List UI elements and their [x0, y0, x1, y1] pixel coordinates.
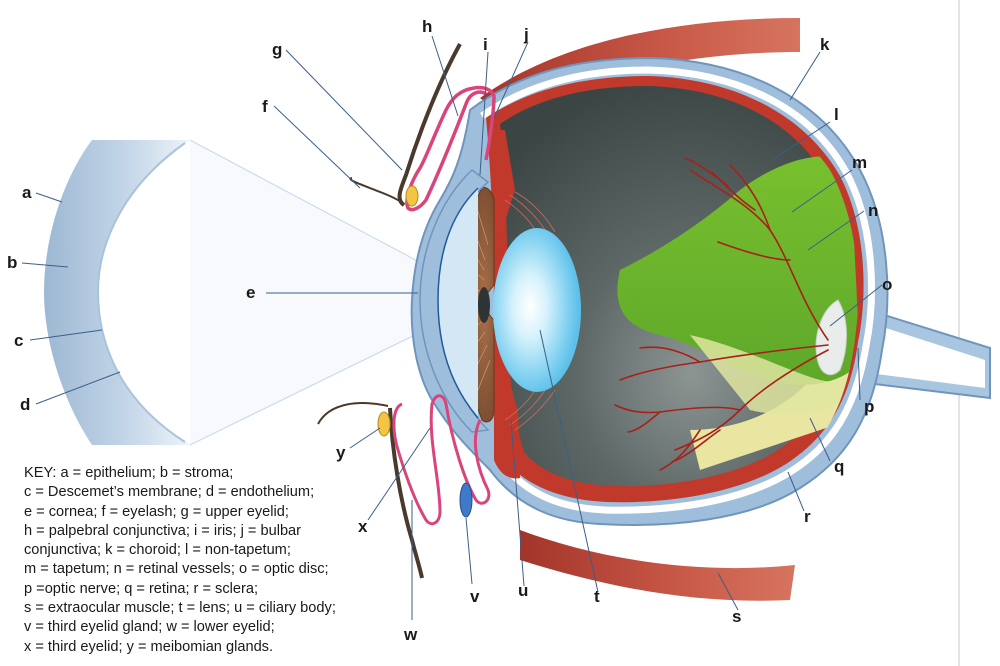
diagram-key: KEY: a = epithelium; b = stroma; c = Des…: [24, 464, 384, 657]
label-c: c: [14, 331, 23, 350]
key-line: x = third eyelid; y = meibomian glands.: [24, 638, 274, 655]
meibomian-gland-upper: [405, 185, 419, 207]
key-line: c = Descemet’s membrane; d = endothelium…: [24, 484, 315, 501]
key-line: p =optic nerve; q = retina; r = sclera;: [24, 580, 259, 597]
label-s: s: [732, 607, 741, 626]
lower-eyelid-skin: [388, 407, 424, 579]
extraocular-muscle-bottom: [520, 530, 795, 601]
label-r: r: [804, 507, 811, 526]
key-line: KEY: a = epithelium; b = stroma;: [24, 465, 234, 481]
upper-eyelid-skin: [397, 43, 462, 207]
label-w: w: [403, 625, 418, 644]
pupil: [478, 287, 490, 323]
label-j: j: [523, 25, 529, 44]
retina-band: [690, 300, 850, 470]
label-q: q: [834, 457, 844, 476]
meibomian-gland-lower: [377, 411, 391, 437]
tapetum: [617, 156, 859, 385]
label-x: x: [358, 517, 368, 536]
anterior-chamber: [437, 187, 479, 419]
upper-eyelash: [349, 177, 405, 206]
label-y: y: [336, 443, 346, 462]
tapetum-edge: [690, 335, 856, 415]
third-eyelid-gland: [459, 482, 473, 518]
label-k: k: [820, 35, 830, 54]
label-i: i: [483, 35, 488, 54]
diagram-labels: a b c d e f g h i j k l m n o p q r s t …: [7, 17, 892, 644]
label-o: o: [882, 275, 892, 294]
label-h: h: [422, 17, 432, 36]
label-g: g: [272, 40, 282, 59]
label-b: b: [7, 253, 17, 272]
lens: [493, 228, 581, 392]
label-d: d: [20, 395, 30, 414]
magnification-line-bottom: [189, 329, 426, 446]
scleral-gap: [480, 66, 875, 514]
palpebral-conjunctiva-upper: [405, 85, 496, 212]
label-t: t: [594, 587, 600, 606]
magnification-line-top: [189, 139, 426, 266]
key-line: conjunctiva; k = choroid; l = non-tapetu…: [24, 542, 291, 559]
label-f: f: [262, 97, 268, 116]
cornea-segment: [44, 140, 190, 445]
ciliary-body-upper: [494, 130, 515, 270]
label-a: a: [22, 183, 32, 202]
label-e: e: [246, 283, 255, 302]
key-line: e = cornea; f = eyelash; g = upper eyeli…: [24, 503, 289, 520]
descemet-membrane-line: [96, 142, 186, 443]
third-eyelid: [392, 394, 491, 526]
label-u: u: [518, 581, 528, 600]
label-m: m: [852, 153, 867, 172]
lower-eyelash: [317, 402, 389, 425]
label-n: n: [868, 201, 878, 220]
label-p: p: [864, 397, 874, 416]
key-line: v = third eyelid gland; w = lower eyelid…: [24, 619, 275, 636]
key-line: h = palpebral conjunctiva; i = iris; j =…: [24, 522, 302, 539]
key-line: s = extraocular muscle; t = lens; u = ci…: [24, 600, 336, 617]
label-v: v: [470, 587, 480, 606]
label-l: l: [834, 105, 839, 124]
leader-lines: [21, 35, 883, 620]
retinal-vessels: [614, 157, 829, 471]
key-line: m = tapetum; n = retinal vessels; o = op…: [24, 561, 329, 578]
